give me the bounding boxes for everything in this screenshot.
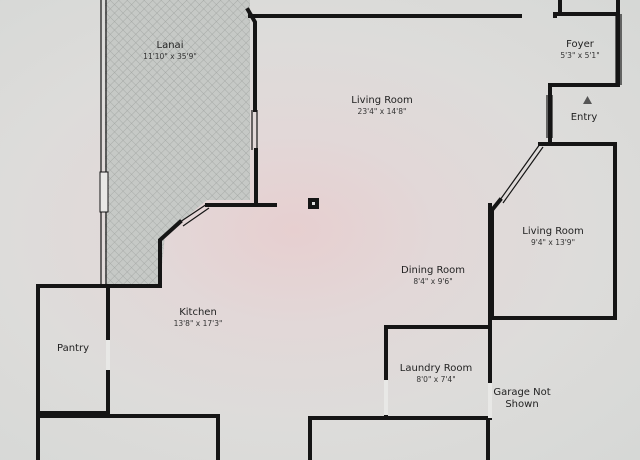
room-name: Garage Not Shown: [493, 387, 551, 410]
room-garage: Garage Not Shown: [493, 387, 550, 411]
window-lanai-top: [99, 171, 109, 213]
room-name: Kitchen: [179, 307, 217, 318]
room-name: Pantry: [57, 343, 89, 354]
room-living: Living Room 23'4" x 14'8": [351, 95, 412, 117]
wall-living-left: [245, 7, 257, 112]
door-garage: [488, 383, 492, 418]
room-dims: 13'8" x 17'3": [173, 319, 223, 328]
room-dims: 5'3" x 5'1": [560, 51, 600, 60]
wall-top-right: [553, 0, 620, 16]
room-name: Foyer: [566, 39, 594, 50]
room-lanai: Lanai 11'10" x 35'9": [143, 40, 197, 62]
room-pantry: Pantry: [57, 343, 89, 355]
window-right: [615, 14, 622, 85]
room-dims: 23'4" x 14'8": [357, 107, 407, 116]
lanai-window-left: [100, 0, 107, 285]
room-dims: 8'4" x 9'6": [413, 277, 453, 286]
room-entry: Entry: [571, 112, 598, 124]
room-name: Dining Room: [401, 265, 465, 276]
window-living-left: [251, 110, 258, 150]
room-name: Laundry Room: [399, 363, 473, 374]
room-dims: 11'10" x 35'9": [143, 52, 197, 61]
window-entry: [546, 95, 553, 138]
entry-arrow-icon: [583, 96, 592, 104]
room-laundry: Laundry Room 8'0" x 7'4": [400, 363, 472, 385]
wall-kitchen-diag: [110, 219, 183, 288]
room-dims: 9'4" x 13'9": [530, 238, 576, 247]
wall-pantry: [36, 284, 110, 460]
window-kitchen-diag: [179, 203, 210, 227]
lanai-floor: [105, 0, 250, 285]
room-name: Lanai: [156, 40, 184, 51]
room-dining: Dining Room 8'4" x 9'6": [401, 265, 465, 287]
room-name: Living Room: [351, 95, 413, 106]
door-laundry: [384, 380, 388, 415]
room-kitchen: Kitchen 13'8" x 17'3": [174, 307, 223, 329]
wall-bottom-mid: [308, 416, 490, 460]
wall-foyer-right: [548, 12, 620, 142]
wall-living-left-lower: [254, 148, 277, 207]
room-dims: 8'0" x 7'4": [416, 375, 456, 384]
wall-living2: [490, 142, 617, 320]
wall-bottom-left: [38, 414, 220, 460]
room-name: Living Room: [522, 226, 584, 237]
room-name: Entry: [570, 112, 598, 123]
room-foyer: Foyer 5'3" x 5'1": [560, 39, 599, 61]
window-living2: [499, 143, 544, 204]
door-pantry: [106, 340, 110, 370]
room-living-2: Living Room 9'4" x 13'9": [522, 226, 583, 248]
